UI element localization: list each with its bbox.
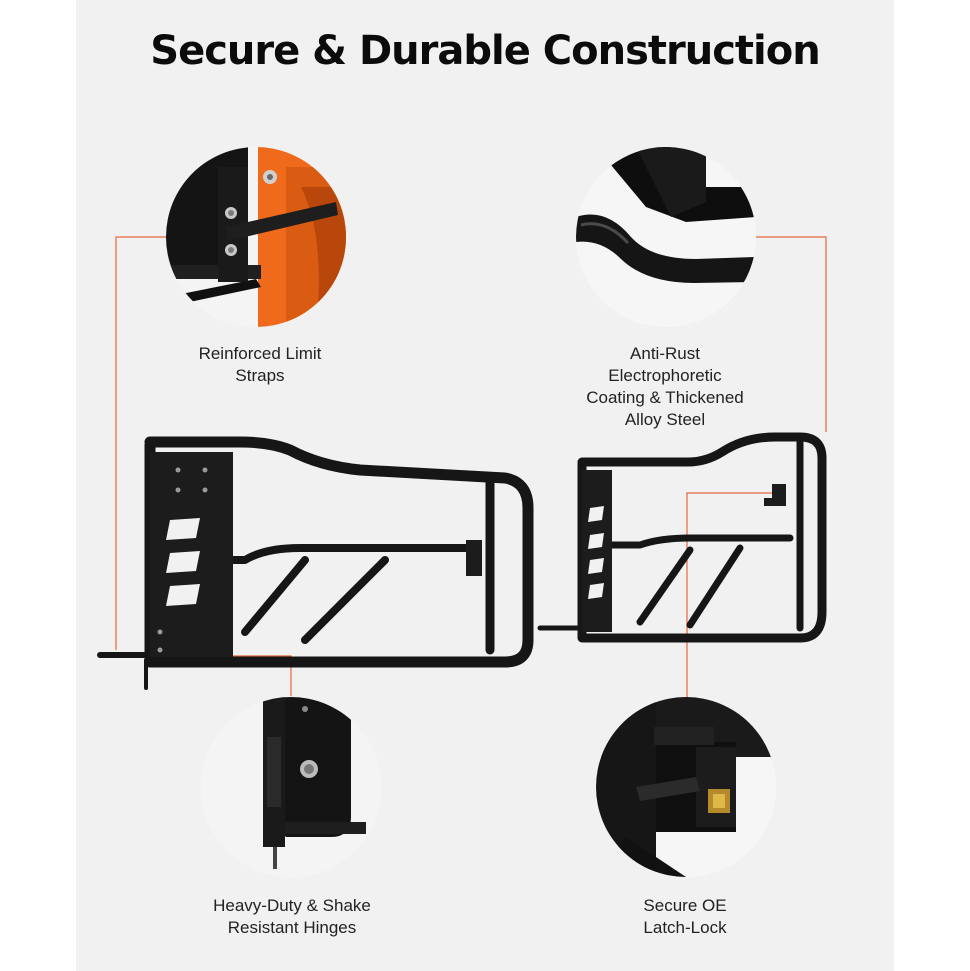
caption-limit-straps: Reinforced Limit Straps — [198, 344, 322, 385]
hinge-detail-photo — [201, 697, 381, 877]
caption-coating: Anti-Rust Electrophoretic Coating & Thic… — [586, 344, 744, 429]
coating-detail-photo — [576, 147, 756, 327]
leader-line-coating — [752, 236, 827, 432]
leader-line-latch — [686, 492, 780, 700]
latch-detail-photo — [596, 697, 776, 877]
page-title: Secure & Durable Construction — [150, 28, 820, 74]
leader-line-straps — [115, 236, 172, 650]
caption-latch: Secure OE Latch-Lock — [643, 896, 727, 937]
limit-straps-detail-photo — [166, 147, 346, 327]
caption-hinges: Heavy-Duty & Shake Resistant Hinges — [213, 896, 371, 937]
